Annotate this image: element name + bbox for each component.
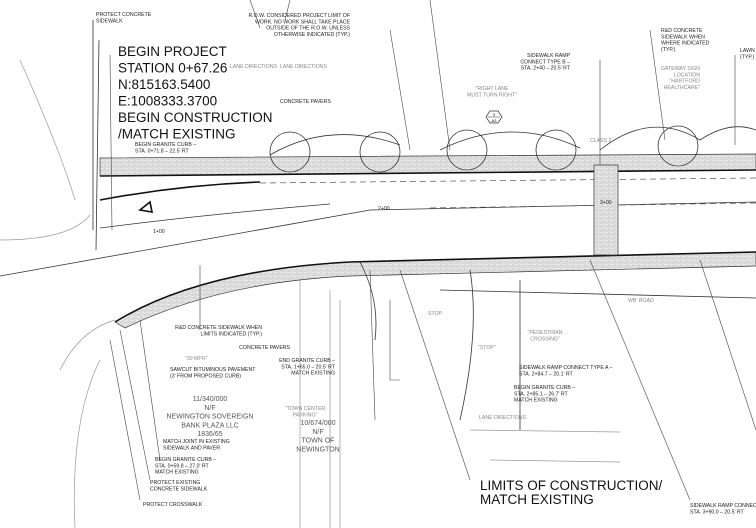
concrete-pavers-bottom-line: CONCRETE PAVERS <box>239 345 290 351</box>
svg-text:3: 3 <box>493 112 496 117</box>
rd-concrete-top-line: (TYP.) <box>661 47 676 53</box>
lane-directions-2-line: LANE DIRECTIONS <box>280 64 328 70</box>
parcel-11-340-line: 1836/65 <box>197 431 222 438</box>
parcel-10-674-line: 10/674/000 <box>300 420 335 427</box>
limits-of-construction-note: LIMITS OF CONSTRUCTION/MATCH EXISTING <box>480 478 662 507</box>
svg-text:A3: A3 <box>492 118 498 123</box>
begin-granite-curb-1-line: BEGIN GRANITE CURB – <box>135 142 196 148</box>
town-center-parking-line: PARKING" <box>293 412 318 418</box>
lane-directions-3-line: LANE DIRECTIONS <box>479 415 527 421</box>
end-granite-curb-line: STA. 1+65.0 – 20.5' RT <box>281 364 336 370</box>
street-trees <box>269 125 756 173</box>
sawcut-line: (3' FROM PROPOSED CURB) <box>170 373 241 379</box>
rd-concrete-top-line: WHERE INDICATED <box>661 41 710 47</box>
parcel-11-340-line: BANK PLAZA LLC <box>181 422 239 429</box>
stop-2-line: "STOP" <box>478 345 496 351</box>
gateway-sign-line: HEALTHCARE" <box>664 85 700 91</box>
protect-concrete-sidewalk-line: PROTECT CONCRETE <box>96 12 152 18</box>
begin-project-line: N:815163.5400 <box>118 77 210 92</box>
parcel-10-674-line: TOWN OF <box>302 438 335 445</box>
wb-road-line: WB' ROAD <box>628 298 654 304</box>
south-curb <box>114 251 756 323</box>
right-lane-sign-line: MUST TURN RIGHT" <box>467 92 517 98</box>
begin-project-line: BEGIN CONSTRUCTION <box>118 110 273 125</box>
begin-project-line: E:1008333.3700 <box>118 94 217 109</box>
parcel-10-674-line: N/F <box>312 429 323 436</box>
baseline <box>0 201 756 277</box>
sidewalk-ramp-b-2-line: SIDEWALK RAMP CONNECT TYPE B – <box>690 503 756 509</box>
limits-line: MATCH EXISTING <box>480 492 594 507</box>
town-center-parking-line: "TOWN CENTER <box>285 406 326 412</box>
station-3: 3+00 <box>600 200 612 206</box>
sidewalk-ramp-b-2-line: STA. 3+90.0 – 20.5' RT <box>690 509 745 515</box>
north-curb <box>99 169 756 177</box>
crosswalk <box>593 164 619 256</box>
rd-concrete-bottom-line: LIMITS INDICATED (TYP.) <box>201 331 263 337</box>
station-1: 1+00 <box>153 229 165 235</box>
parcel-10-674-line: NEWINGTON <box>296 446 339 453</box>
end-granite-curb-line: END GRANITE CURB – <box>279 358 335 364</box>
protect-existing-sidewalk-line: PROTECT EXISTING <box>150 480 200 486</box>
sidewalk-ramp-b-1-line: CONNECT TYPE B – <box>520 59 570 65</box>
rd-concrete-bottom-line: R&D CONCRETE SIDEWALK WHEN <box>175 325 262 331</box>
sidewalk-ramp-a-line: SIDEWALK RAMP CONNECT TYPE A – <box>519 365 613 371</box>
begin-project-line: /MATCH EXISTING <box>118 127 236 142</box>
protect-crosswalk-line: PROTECT CROSSWALK <box>143 502 203 508</box>
row-note-line: OUTSIDE OF THE R.O.W. UNLESS <box>266 26 350 32</box>
speed-sign-line: "30 MPH" <box>185 356 208 362</box>
sawcut-line: SAWCUT BITUMINOUS PAVEMENT <box>170 367 256 373</box>
begin-granite-curb-3-line: BEGIN GRANITE CURB – <box>514 385 575 391</box>
parcel-11-340-line: NEWINGTON SOVEREIGN <box>167 414 254 421</box>
detail-marker: 3 A3 <box>485 110 503 124</box>
rd-concrete-top-line: SIDEWALK WHEN <box>661 34 705 40</box>
end-granite-curb-line: MATCH EXISTING <box>291 371 335 377</box>
concrete-pavers-top-line: CONCRETE PAVERS <box>280 99 331 105</box>
sidewalk-ramp-b-1-line: SIDEWALK RAMP <box>527 53 571 59</box>
sidewalk-ramp-b-1-line: STA. 2+40 – 20.5' RT <box>521 66 571 72</box>
begin-project-note: BEGIN PROJECT STATION 0+67.26N:815163.540… <box>118 44 273 142</box>
row-note-line: R.O.W. CONSIDERED PROJECT LIMIT OF <box>248 13 350 19</box>
protect-concrete-sidewalk-line: SIDEWALK <box>96 18 123 24</box>
gateway-sign-line: "HARTFORD <box>669 79 700 85</box>
ped-crossing-line: "PEDESTRIAN <box>528 330 563 336</box>
begin-project-line: BEGIN PROJECT <box>118 44 227 59</box>
row-note-line: OTHERWISE INDICATED (TYP.) <box>274 32 350 38</box>
class-2-line: CLASS 2 <box>590 138 611 144</box>
row-note-line: WORK. NO WORK SHALL TAKE PLACE <box>255 19 351 25</box>
begin-project-line: STATION 0+67.26 <box>118 61 227 76</box>
limits-line: LIMITS OF CONSTRUCTION/ <box>480 478 662 493</box>
parcel-11-340-line: N/F <box>204 405 215 412</box>
match-joint-line: MATCH JOINT IN EXISTING <box>163 439 230 445</box>
gateway-sign-line: LOCATION <box>674 72 700 78</box>
begin-granite-curb-2-line: BEGIN GRANITE CURB – <box>155 457 216 463</box>
north-lane-line <box>259 177 756 184</box>
match-joint-line: SIDEWALK AND PAVER <box>163 445 220 451</box>
ped-crossing-line: CROSSING" <box>530 336 560 342</box>
station-2: 2+00 <box>378 206 390 212</box>
begin-granite-curb-2-line: STA. 0+59.8 – 27.0' RT <box>155 463 210 469</box>
stop-1-line: STOP <box>428 311 443 317</box>
begin-granite-curb-1-line: STA. 0+71.8 – 22.5' RT <box>135 148 190 154</box>
lane-directions-1-line: LANE DIRECTIONS <box>230 64 278 70</box>
begin-granite-curb-3-line: STA. 2+85.1 – 26.7' RT <box>514 391 569 397</box>
lawn-line: LAWN <box>740 48 755 54</box>
lawn-line: (TYP.) <box>740 54 755 60</box>
curved-curb <box>99 181 261 201</box>
parcel-11-340-line: 11/340/000 <box>193 396 228 403</box>
begin-granite-curb-3-line: MATCH EXISTING <box>514 398 558 404</box>
rd-concrete-top-line: R&D CONCRETE <box>661 28 703 34</box>
gateway-sign-line: GATEWAY SIGN <box>661 66 700 72</box>
protect-existing-sidewalk-line: CONCRETE SIDEWALK <box>150 486 208 492</box>
north-sidewalk-pavers <box>99 153 756 177</box>
right-lane-sign-line: "RIGHT LANE <box>476 86 509 92</box>
begin-granite-curb-2-line: MATCH EXISTING <box>155 470 199 476</box>
sidewalk-ramp-a-line: STA. 2+84.7 – 20.1' RT <box>519 371 574 377</box>
